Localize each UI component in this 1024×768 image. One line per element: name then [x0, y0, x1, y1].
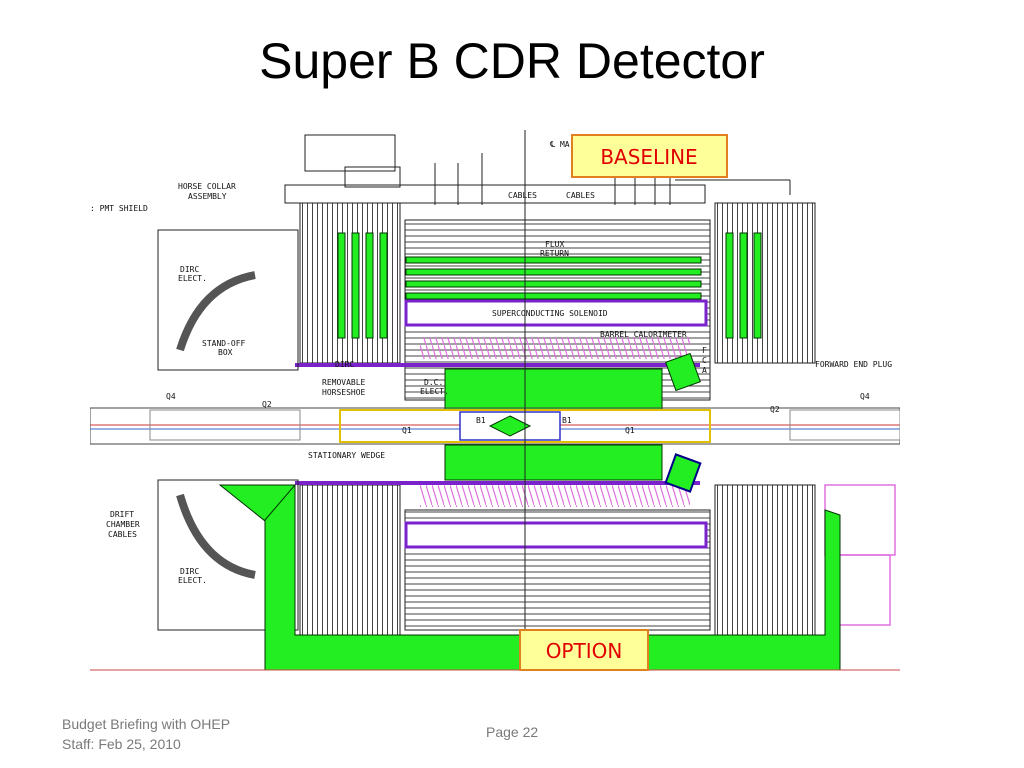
label-dirc-elect-bot: DIRC [180, 567, 199, 576]
barrel-calorimeter-lower [420, 485, 690, 507]
label-return: RETURN [540, 249, 569, 258]
label-dc-elect-b: ELECT. [420, 387, 449, 396]
label-elect-bot: ELECT. [178, 576, 207, 585]
label-solenoid: SUPERCONDUCTING SOLENOID [492, 309, 608, 318]
left-lower-endcap [299, 484, 401, 636]
baseline-tag-text: BASELINE [600, 145, 697, 169]
label-dirc-elect-top: DIRC [180, 265, 199, 274]
right-lower-endcap [714, 484, 816, 636]
footer-left: Budget Briefing with OHEP Staff: Feb 25,… [62, 714, 282, 754]
label-q4-left: Q4 [166, 392, 176, 401]
footer-line-2: Staff: Feb 25, 2010 [62, 736, 181, 752]
label-flux: FLUX [545, 240, 564, 249]
label-calorimeter: BARREL CALORIMETER [600, 330, 687, 339]
flux-return-green-bars [405, 256, 702, 300]
label-b1-right: B1 [562, 416, 572, 425]
label-box: BOX [218, 348, 233, 357]
page-number: Page 22 [486, 724, 539, 740]
label-elect-top: ELECT. [178, 274, 207, 283]
lower-solenoid-box [404, 521, 708, 549]
label-chamber: CHAMBER [106, 520, 140, 529]
label-q2-right: Q2 [770, 405, 780, 414]
fca-upper-box [665, 352, 701, 392]
label-horseshoe: HORSESHOE [322, 388, 366, 397]
label-b1-left: B1 [476, 416, 486, 425]
drift-chamber-upper [444, 368, 663, 411]
label-q4-right: Q4 [860, 392, 870, 401]
label-cl-ma: ℄ MA [549, 140, 570, 149]
label-stationary-wedge: STATIONARY WEDGE [308, 451, 385, 460]
label-q1-left: Q1 [402, 426, 412, 435]
label-dc-cables: CABLES [108, 530, 137, 539]
label-fca-c: C [702, 356, 707, 365]
baseline-tag: BASELINE [571, 134, 728, 178]
footer-line-1: Budget Briefing with OHEP [62, 716, 231, 732]
label-removable: REMOVABLE [322, 378, 366, 387]
barrel-calorimeter-upper [420, 337, 690, 359]
label-pmt-shield: : PMT SHIELD [90, 204, 148, 213]
label-horse-collar: HORSE COLLAR [178, 182, 236, 191]
label-cables-1: CABLES [508, 191, 537, 200]
label-cables-2: CABLES [566, 191, 595, 200]
detector-diagram: ℄ MA HORSE COLLAR ASSEMBLY : PMT SHIELD … [90, 130, 900, 671]
label-fca-a: A [702, 366, 707, 375]
label-standoff: STAND-OFF [202, 339, 246, 348]
label-drift: DRIFT [110, 510, 134, 519]
label-q2-left: Q2 [262, 400, 272, 409]
slide-title: Super B CDR Detector [259, 33, 765, 89]
label-assembly: ASSEMBLY [188, 192, 227, 201]
drift-chamber-lower [444, 444, 663, 481]
green-plates-right [725, 232, 762, 339]
superconducting-solenoid [404, 299, 708, 327]
horse-collar-assembly [157, 229, 299, 631]
fca-lower-box [664, 453, 702, 493]
label-dirc: DIRC [335, 360, 354, 369]
label-forward-end: FORWARD END PLUG [815, 360, 892, 369]
option-tag-text: OPTION [546, 639, 623, 663]
label-fca-f: F [702, 346, 707, 355]
option-tag: OPTION [519, 629, 649, 671]
green-plates-left [337, 232, 388, 339]
label-dc-elect-a: D.C. [424, 378, 443, 387]
label-q1-right: Q1 [625, 426, 635, 435]
